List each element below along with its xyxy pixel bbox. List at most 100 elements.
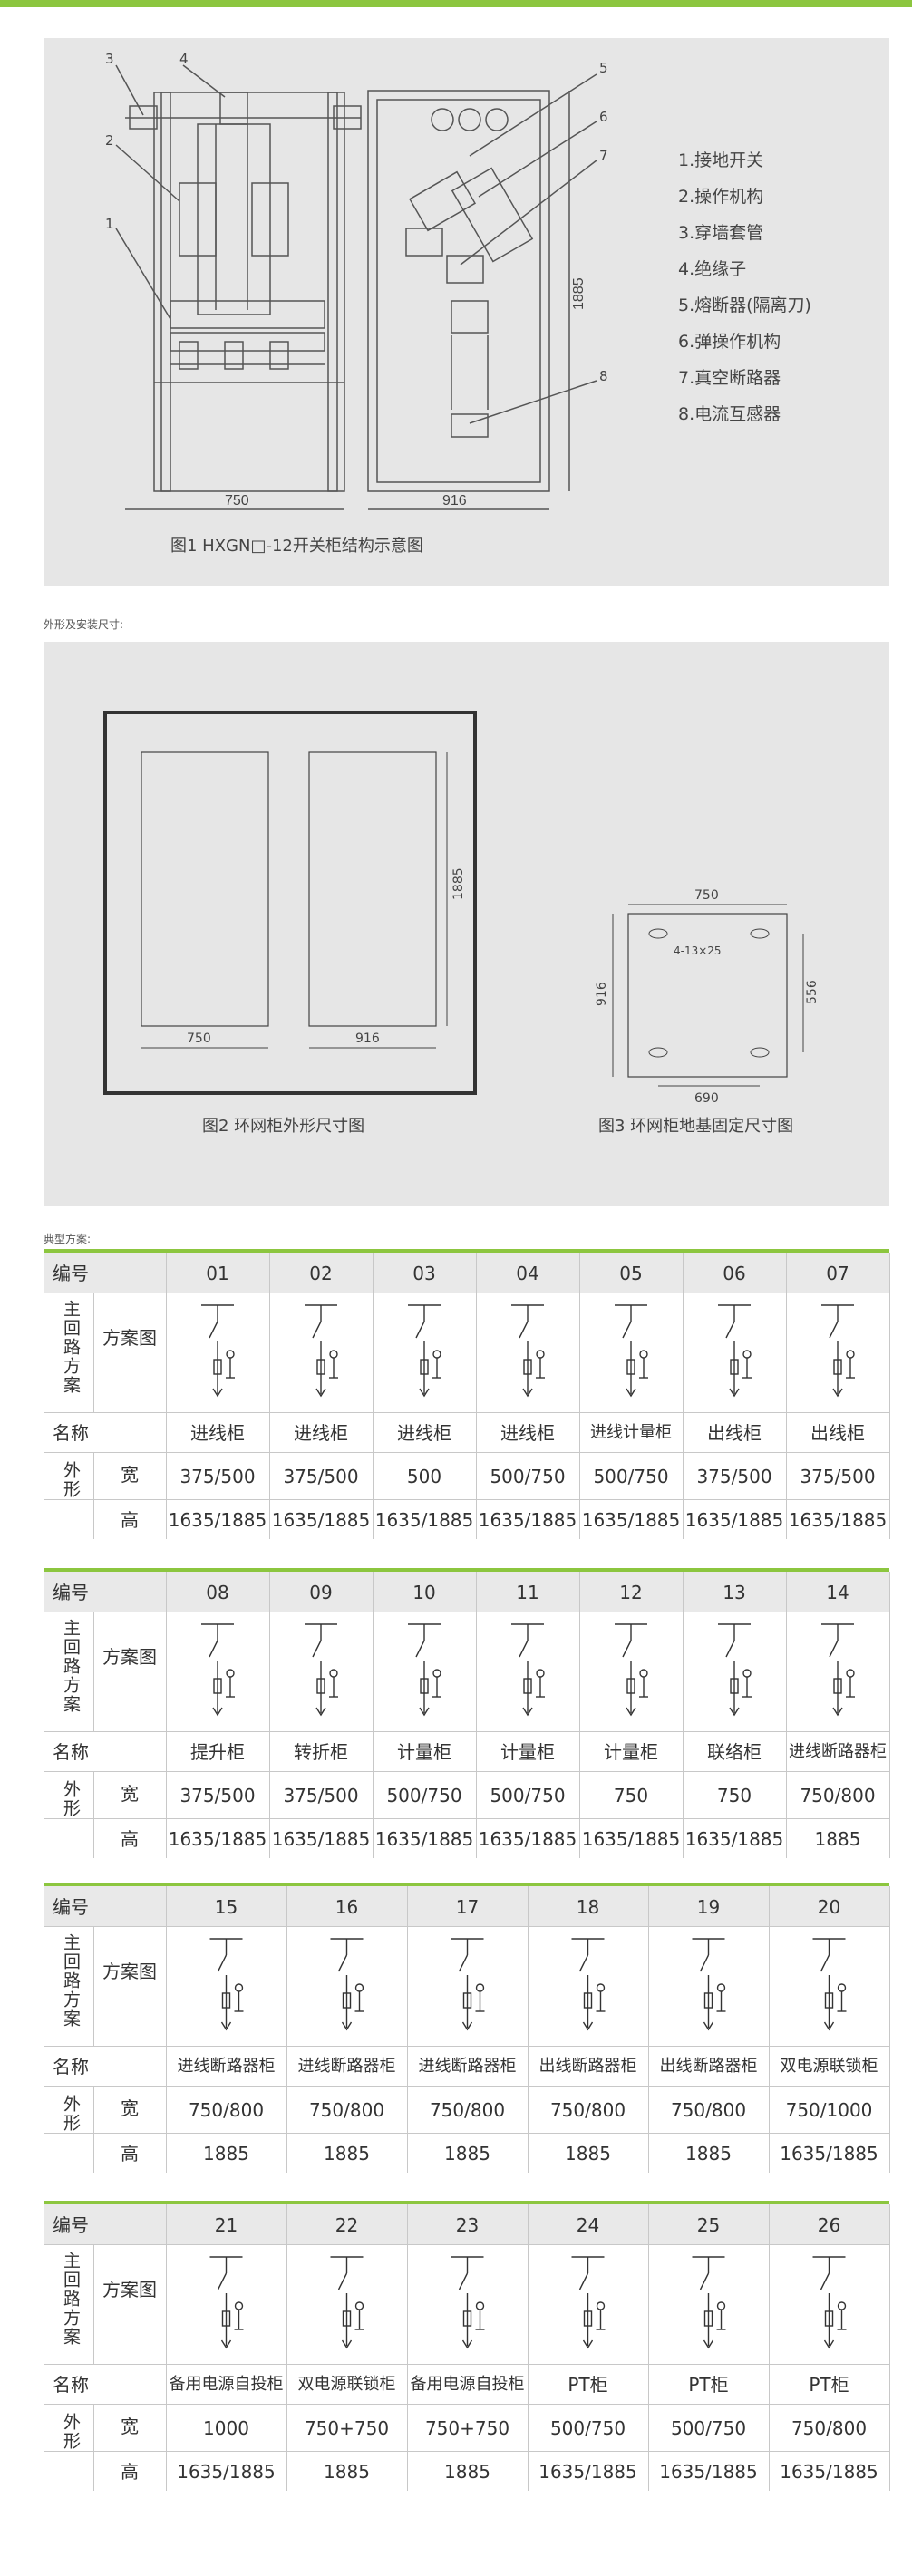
col-divider — [648, 1886, 649, 2173]
base-dim-556: 556 — [805, 980, 820, 1004]
col-divider — [889, 1572, 890, 1858]
single-line-diagram-icon — [209, 2256, 244, 2349]
callout-6: 6 — [599, 109, 608, 125]
scheme-height: 1635/1885 — [788, 1509, 888, 1531]
scheme-code: 01 — [206, 1263, 229, 1284]
scheme-height: 1635/1885 — [271, 1828, 371, 1850]
scheme-width: 750/800 — [800, 1785, 876, 1806]
scheme-width: 750/800 — [670, 2099, 747, 2121]
scheme-name: 出线断路器柜 — [659, 2057, 758, 2076]
legend-item: 3.穿墙套管 — [678, 223, 764, 243]
single-line-diagram-icon — [305, 1304, 338, 1398]
scheme-height: 1885 — [203, 2143, 249, 2164]
scheme-width: 750/800 — [429, 2099, 506, 2121]
row-divider — [44, 1818, 889, 1819]
col-divider — [889, 1253, 890, 1539]
label-name: 名称 — [53, 1741, 89, 1763]
scheme-name: 进线柜 — [190, 1422, 245, 1444]
single-line-diagram-icon — [201, 1304, 235, 1398]
single-line-diagram-icon — [408, 1623, 441, 1717]
scheme-name: PT柜 — [688, 2374, 729, 2396]
component-legend: 1.接地开关 2.操作机构 3.穿墙套管 4.绝缘子 5.熔断器(隔离刀) 6.… — [678, 142, 811, 432]
scheme-width: 500/750 — [670, 2417, 747, 2439]
header-row — [44, 2204, 889, 2244]
label-main-circuit: 主回路方案 — [61, 2252, 81, 2347]
scheme-width: 500/750 — [549, 2417, 626, 2439]
scheme-width: 375/500 — [283, 1466, 359, 1487]
label-outline: 外形 — [61, 1461, 81, 1499]
scheme-width: 1000 — [203, 2417, 249, 2439]
scheme-code: 23 — [455, 2214, 480, 2236]
scheme-name: 进线柜 — [294, 1422, 348, 1444]
scheme-width: 375/500 — [283, 1785, 359, 1806]
label-name: 名称 — [53, 2056, 89, 2077]
scheme-width: 500/750 — [386, 1785, 462, 1806]
base-dim-750: 750 — [694, 888, 719, 903]
base-dim-916: 916 — [595, 982, 609, 1006]
scheme-code: 03 — [412, 1263, 436, 1284]
scheme-height: 1635/1885 — [581, 1509, 681, 1531]
top-accent-bar — [0, 0, 912, 7]
row-divider — [44, 2451, 889, 2452]
figure1-caption: 图1 HXGN□-12开关柜结构示意图 — [170, 537, 423, 556]
label-scheme: 方案图 — [102, 2279, 157, 2300]
label-scheme: 方案图 — [102, 1961, 157, 1982]
scheme-name: 转折柜 — [294, 1741, 348, 1763]
label-height: 高 — [121, 1828, 139, 1850]
col-divider — [93, 2244, 94, 2364]
header-row — [44, 1253, 889, 1293]
scheme-width: 750/800 — [188, 2099, 265, 2121]
legend-item: 4.绝缘子 — [678, 259, 747, 279]
scheme-code: 12 — [619, 1582, 643, 1603]
dim-750: 750 — [187, 1031, 211, 1046]
scheme-width: 750/800 — [308, 2099, 385, 2121]
label-width: 宽 — [121, 2097, 139, 2119]
row-divider — [44, 2404, 889, 2405]
scheme-height: 1635/1885 — [168, 1828, 267, 1850]
label-main-circuit: 主回路方案 — [61, 1619, 81, 1714]
header-row — [44, 1886, 889, 1926]
scheme-height: 1885 — [324, 2143, 370, 2164]
single-line-diagram-icon — [718, 1304, 752, 1398]
row-divider — [44, 1771, 889, 1772]
legend-item: 6.弹操作机构 — [678, 332, 781, 352]
scheme-height: 1635/1885 — [374, 1828, 474, 1850]
label-outline: 外形 — [61, 2413, 81, 2451]
scheme-name: 出线断路器柜 — [538, 2057, 637, 2076]
scheme-width: 500 — [406, 1466, 442, 1487]
scheme-height: 1885 — [685, 2143, 732, 2164]
scheme-name: 进线断路器柜 — [297, 2057, 396, 2076]
label-height: 高 — [121, 2143, 139, 2164]
scheme-height: 1635/1885 — [684, 1828, 784, 1850]
col-divider — [286, 1886, 287, 2173]
scheme-name: 备用电源自投柜 — [410, 2375, 525, 2394]
scheme-name: 联络柜 — [707, 1741, 762, 1763]
scheme-height: 1635/1885 — [374, 1509, 474, 1531]
scheme-code: 09 — [309, 1582, 333, 1603]
col-divider — [786, 1572, 787, 1858]
col-divider — [407, 1886, 408, 2173]
scheme-name: 进线断路器柜 — [177, 2057, 276, 2076]
label-width: 宽 — [121, 1783, 139, 1805]
label-main-circuit: 主回路方案 — [61, 1933, 81, 2029]
scheme-width: 750/1000 — [785, 2099, 873, 2121]
single-line-diagram-icon — [571, 2256, 606, 2349]
scheme-height: 1885 — [444, 2143, 490, 2164]
single-line-diagram-icon — [209, 1938, 244, 2031]
row-divider — [44, 2244, 889, 2245]
dim-1885: 1885 — [451, 867, 466, 900]
legend-item: 8.电流互感器 — [678, 404, 781, 424]
label-outline: 外形 — [61, 2095, 81, 2133]
callout-3: 3 — [105, 51, 114, 67]
scheme-height: 1885 — [565, 2143, 611, 2164]
legend-item: 2.操作机构 — [678, 187, 764, 207]
callout-5: 5 — [599, 60, 608, 76]
scheme-height: 1635/1885 — [780, 2461, 878, 2483]
scheme-height: 1635/1885 — [684, 1509, 784, 1531]
col-divider — [93, 1612, 94, 1731]
col-divider — [579, 1572, 580, 1858]
callout-1: 1 — [105, 216, 114, 232]
section-dims-label: 外形及安装尺寸: — [44, 618, 124, 631]
scheme-width: 500/750 — [490, 1785, 566, 1806]
